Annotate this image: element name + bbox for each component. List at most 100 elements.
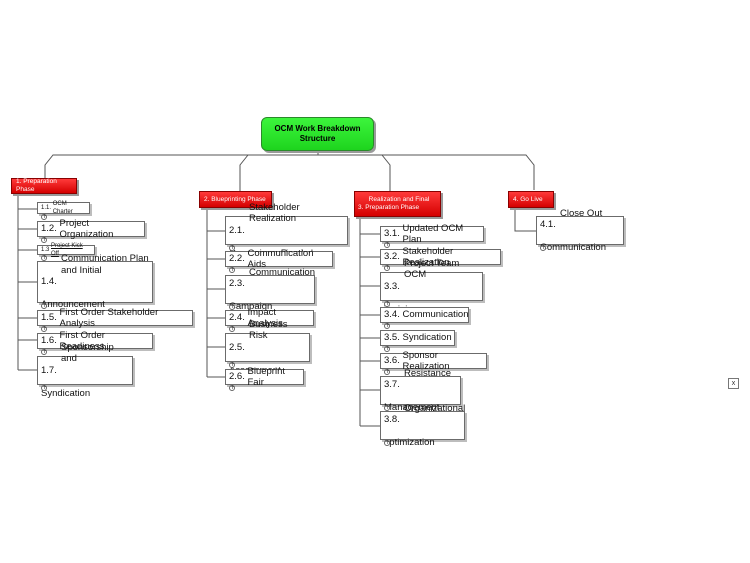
phase-2-label: 2. Blueprinting Phase bbox=[204, 195, 266, 203]
task-1-7-node[interactable]: Sponsorship and 1.7. Syndication bbox=[37, 342, 133, 399]
expand-icon[interactable]: + bbox=[41, 302, 48, 309]
phase-1-label: 1. Preparation Phase bbox=[16, 178, 57, 193]
task-2-5-node[interactable]: Business Risk 2.5. Assessment bbox=[225, 319, 310, 376]
task-3-5-number: 3.5. bbox=[384, 332, 400, 344]
task-1-7-number: 1.7. bbox=[41, 364, 57, 376]
expand-icon[interactable]: + bbox=[41, 254, 48, 261]
task-3-8-node[interactable]: Organizational 3.8. optimization bbox=[380, 403, 465, 448]
task-2-3-node[interactable]: Communication 2.3. Campaign bbox=[225, 267, 315, 312]
task-3-4-text: Communication bbox=[402, 309, 469, 321]
task-1-4-node[interactable]: Communication Plan and Initial 1.4. Anno… bbox=[37, 253, 153, 310]
task-3-8-line1: Organizational bbox=[404, 402, 466, 414]
task-1-6-number: 1.6. bbox=[41, 335, 57, 347]
root-title-line1: OCM Work Breakdown bbox=[274, 124, 361, 133]
task-3-1-node[interactable]: 3.1. Updated OCM Plan bbox=[380, 223, 484, 245]
task-3-2-number: 3.2. bbox=[384, 251, 400, 263]
task-2-4-node[interactable]: 2.4. Impact Analysis bbox=[225, 307, 314, 329]
expand-icon[interactable]: + bbox=[41, 325, 48, 332]
task-2-1-number: 2.1. bbox=[229, 224, 245, 236]
task-2-3-number: 2.3. bbox=[229, 278, 245, 289]
task-2-2-number: 2.2. bbox=[229, 253, 245, 265]
expand-icon[interactable]: + bbox=[229, 244, 236, 251]
task-3-7-line2: Management bbox=[384, 402, 440, 413]
task-2-1-node[interactable]: Stakeholder Realization 2.1. Campaign - … bbox=[225, 202, 348, 259]
phase-4-node[interactable]: 4. Go Live bbox=[508, 191, 554, 208]
task-2-6-node[interactable]: 2.6. Blueprint Fair bbox=[225, 366, 304, 388]
task-3-6-node[interactable]: 3.6. Sponsor Realization bbox=[380, 350, 487, 372]
task-1-3-text: Project Kick Off bbox=[51, 243, 83, 257]
task-3-1-text: Updated OCM Plan bbox=[402, 222, 464, 246]
task-2-6-text: Blueprint Fair bbox=[247, 365, 286, 389]
task-4-1-line2: Communication bbox=[540, 242, 606, 253]
task-3-3-node[interactable]: Project Team OCM 3.3. Training bbox=[380, 258, 483, 315]
task-1-4-number: 1.4. bbox=[41, 276, 57, 288]
expand-icon[interactable]: + bbox=[229, 361, 236, 368]
task-1-2-number: 1.2. bbox=[41, 223, 57, 235]
task-3-3-number: 3.3. bbox=[384, 280, 400, 292]
task-2-3-line1: Communication bbox=[249, 266, 315, 278]
task-2-5-number: 2.5. bbox=[229, 341, 245, 353]
task-1-7-line1: Sponsorship and bbox=[61, 341, 114, 365]
task-1-6-node[interactable]: 1.6. First Order Readiness bbox=[37, 330, 153, 352]
task-3-2-node[interactable]: 3.2. Stakeholder Realization bbox=[380, 246, 501, 268]
task-3-8-line2: optimization bbox=[384, 437, 435, 448]
task-2-1-line1: Stakeholder Realization bbox=[249, 201, 300, 225]
task-2-5-line1: Business Risk bbox=[249, 318, 288, 342]
expand-icon[interactable]: + bbox=[229, 266, 236, 273]
expand-icon[interactable]: + bbox=[384, 322, 391, 329]
task-3-7-number: 3.7. bbox=[384, 379, 400, 390]
wbs-root-node[interactable]: OCM Work Breakdown Structure bbox=[261, 117, 374, 151]
task-1-7-line2: Syndication bbox=[41, 387, 91, 399]
expand-icon[interactable]: + bbox=[540, 244, 547, 251]
expand-icon[interactable]: + bbox=[384, 345, 391, 352]
task-3-1-number: 3.1. bbox=[384, 228, 400, 240]
task-1-4-line3: Announcement bbox=[41, 299, 105, 311]
task-3-7-line1: Resistance bbox=[404, 367, 451, 379]
expand-icon[interactable]: + bbox=[384, 300, 391, 307]
task-3-3-line1: Project Team OCM bbox=[404, 257, 460, 281]
expand-icon[interactable]: + bbox=[384, 241, 391, 248]
task-3-4-number: 3.4. bbox=[384, 309, 400, 321]
expand-icon[interactable]: + bbox=[384, 368, 391, 375]
task-2-2-node[interactable]: 2.2. Communication Aids bbox=[225, 248, 333, 270]
task-1-1-number: 1.1. bbox=[41, 205, 52, 211]
expand-icon[interactable]: + bbox=[229, 303, 236, 310]
task-1-5-node[interactable]: 1.5. First Order Stakeholder Analysis bbox=[37, 307, 193, 329]
task-2-4-number: 2.4. bbox=[229, 312, 245, 324]
expand-icon[interactable]: + bbox=[41, 384, 48, 391]
task-3-6-text: Sponsor Realization bbox=[402, 349, 450, 373]
expand-icon[interactable]: + bbox=[384, 439, 391, 446]
phase-3-label-line2: 3. Preparation Phase bbox=[358, 204, 420, 211]
expand-icon[interactable]: + bbox=[41, 236, 48, 243]
expand-icon[interactable]: + bbox=[229, 384, 236, 391]
task-1-5-text: First Order Stakeholder Analysis bbox=[59, 306, 159, 330]
task-3-7-node[interactable]: Resistance 3.7. Management bbox=[380, 368, 461, 413]
task-2-2-text: Communication Aids bbox=[247, 247, 314, 271]
task-1-3-node[interactable]: 1.3 Project Kick Off bbox=[37, 243, 95, 257]
expand-icon[interactable]: + bbox=[41, 213, 48, 220]
task-1-2-text: Project Organization bbox=[59, 217, 114, 241]
task-3-8-number: 3.8. bbox=[384, 414, 400, 425]
phase-1-node[interactable]: 1. Preparation Phase bbox=[11, 178, 77, 194]
task-1-4-line1: Communication Plan bbox=[61, 253, 149, 265]
task-1-1-node[interactable]: 1.1. OCM Charter bbox=[37, 201, 90, 215]
task-2-4-text: Impact Analysis bbox=[247, 306, 283, 330]
phase-2-node[interactable]: 2. Blueprinting Phase bbox=[199, 191, 272, 208]
task-4-1-line1: Close Out bbox=[560, 207, 603, 219]
task-1-2-node[interactable]: 1.2. Project Organization bbox=[37, 218, 145, 240]
phase-4-label: 4. Go Live bbox=[513, 195, 543, 203]
expand-icon[interactable]: + bbox=[384, 264, 391, 271]
task-1-6-text: First Order Readiness bbox=[59, 329, 105, 353]
expand-icon[interactable]: + bbox=[384, 404, 391, 411]
phase-3-node[interactable]: Realization and Final 3. Preparation Pha… bbox=[354, 191, 441, 217]
task-3-4-node[interactable]: 3.4. Communication bbox=[380, 307, 469, 323]
expand-icon[interactable]: + bbox=[41, 348, 48, 355]
expand-icon[interactable]: + bbox=[229, 325, 236, 332]
phase-3-label-line1: Realization and Final bbox=[368, 196, 430, 203]
close-box[interactable]: x bbox=[728, 378, 739, 389]
task-3-2-text: Stakeholder Realization bbox=[402, 245, 454, 269]
task-3-5-node[interactable]: 3.5. Syndication bbox=[380, 330, 455, 346]
task-4-1-node[interactable]: Close Out 4.1. Communication bbox=[536, 208, 624, 253]
